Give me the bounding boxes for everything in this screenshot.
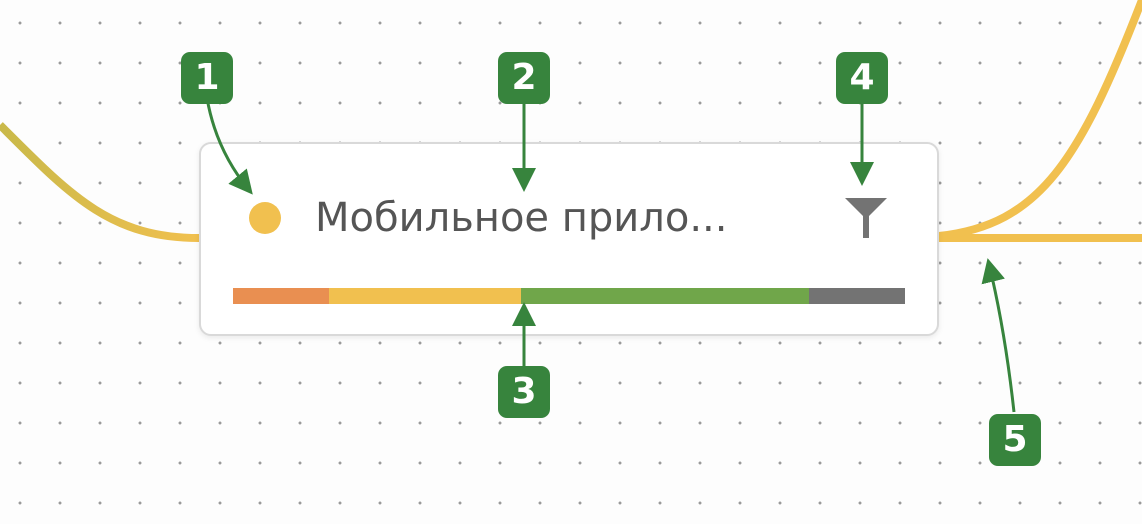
- status-indicator: [249, 202, 281, 234]
- connector-incoming[interactable]: [0, 122, 200, 242]
- callout-badge-4: 4: [836, 52, 888, 104]
- progress-segment-green: [521, 288, 809, 304]
- callout-badge-2: 2: [498, 52, 550, 104]
- callout-badge-3: 3: [498, 366, 550, 418]
- filter-icon[interactable]: [845, 198, 887, 238]
- status-progress-bar: [233, 288, 905, 304]
- progress-segment-orange: [233, 288, 330, 304]
- workflow-node-card[interactable]: Мобильное прило...: [199, 142, 939, 336]
- progress-segment-yellow: [329, 288, 522, 304]
- node-title: Мобильное прило...: [315, 195, 728, 241]
- connector-outgoing-branch[interactable]: [938, 0, 1142, 240]
- progress-segment-gray: [808, 288, 905, 304]
- callout-badge-1: 1: [181, 52, 233, 104]
- callout-badge-5: 5: [989, 414, 1041, 466]
